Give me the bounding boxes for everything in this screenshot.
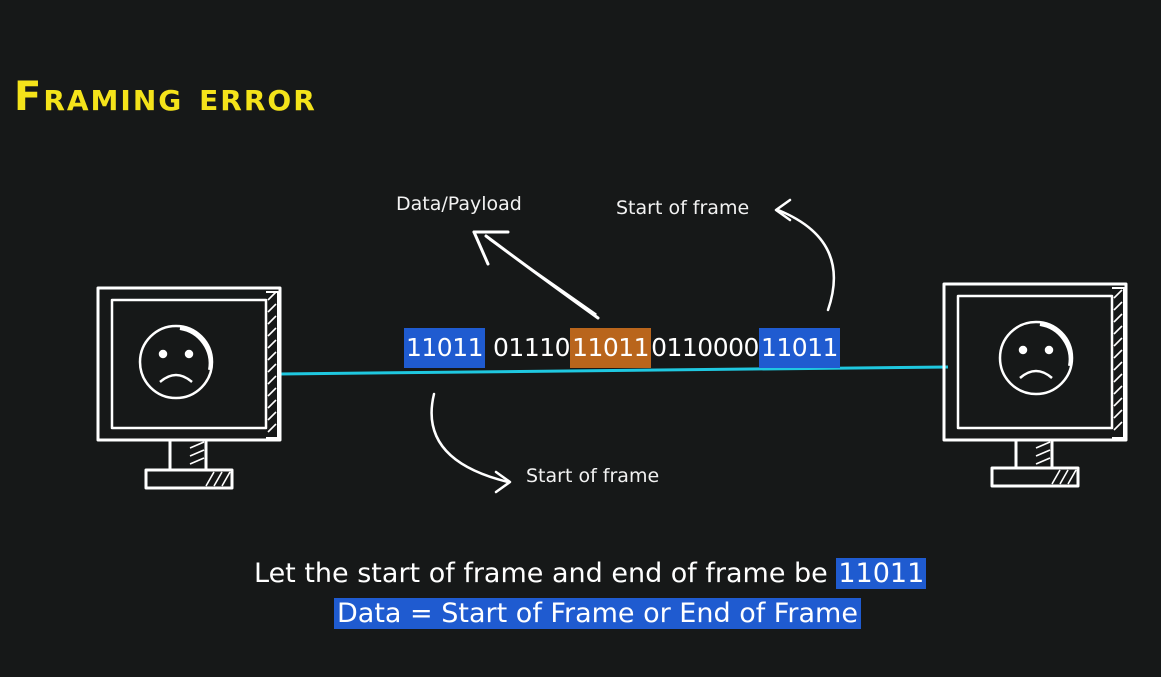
start-top-arrow-icon — [774, 198, 836, 312]
bit-segment-start-flag: 11011 — [404, 328, 486, 368]
caption-flag-value: 11011 — [836, 558, 927, 589]
caption-line-2: Data = Start of Frame or End of Frame — [334, 598, 861, 629]
caption-line-1-text: Let the start of frame and end of frame … — [254, 558, 837, 589]
transmission-line — [277, 365, 949, 376]
left-sad-face-icon — [138, 324, 214, 400]
payload-label: Data/Payload — [396, 193, 522, 215]
bit-gap — [485, 328, 493, 368]
caption-line-1: Let the start of frame and end of frame … — [254, 558, 927, 589]
bit-segment-data-1: 01110 — [493, 333, 571, 362]
right-sad-face-icon — [998, 320, 1074, 396]
bit-segment-false-flag: 11011 — [570, 328, 652, 368]
caption-line-2-text: Data = Start of Frame or End of Frame — [334, 598, 861, 629]
start-of-frame-label-top: Start of frame — [616, 197, 750, 219]
page-title: Framing error — [14, 74, 317, 120]
bit-segment-data-2: 0110000 — [651, 333, 759, 362]
right-monitor-icon — [942, 282, 1128, 488]
left-monitor-icon — [96, 286, 282, 490]
start-of-frame-label-bottom: Start of frame — [526, 465, 660, 487]
bit-segment-end-flag: 11011 — [758, 328, 840, 368]
start-bottom-arrow-icon — [430, 392, 512, 494]
bit-stream: 11011 01110 11011 0110000 11011 — [404, 328, 840, 368]
payload-arrow-icon — [472, 230, 600, 320]
